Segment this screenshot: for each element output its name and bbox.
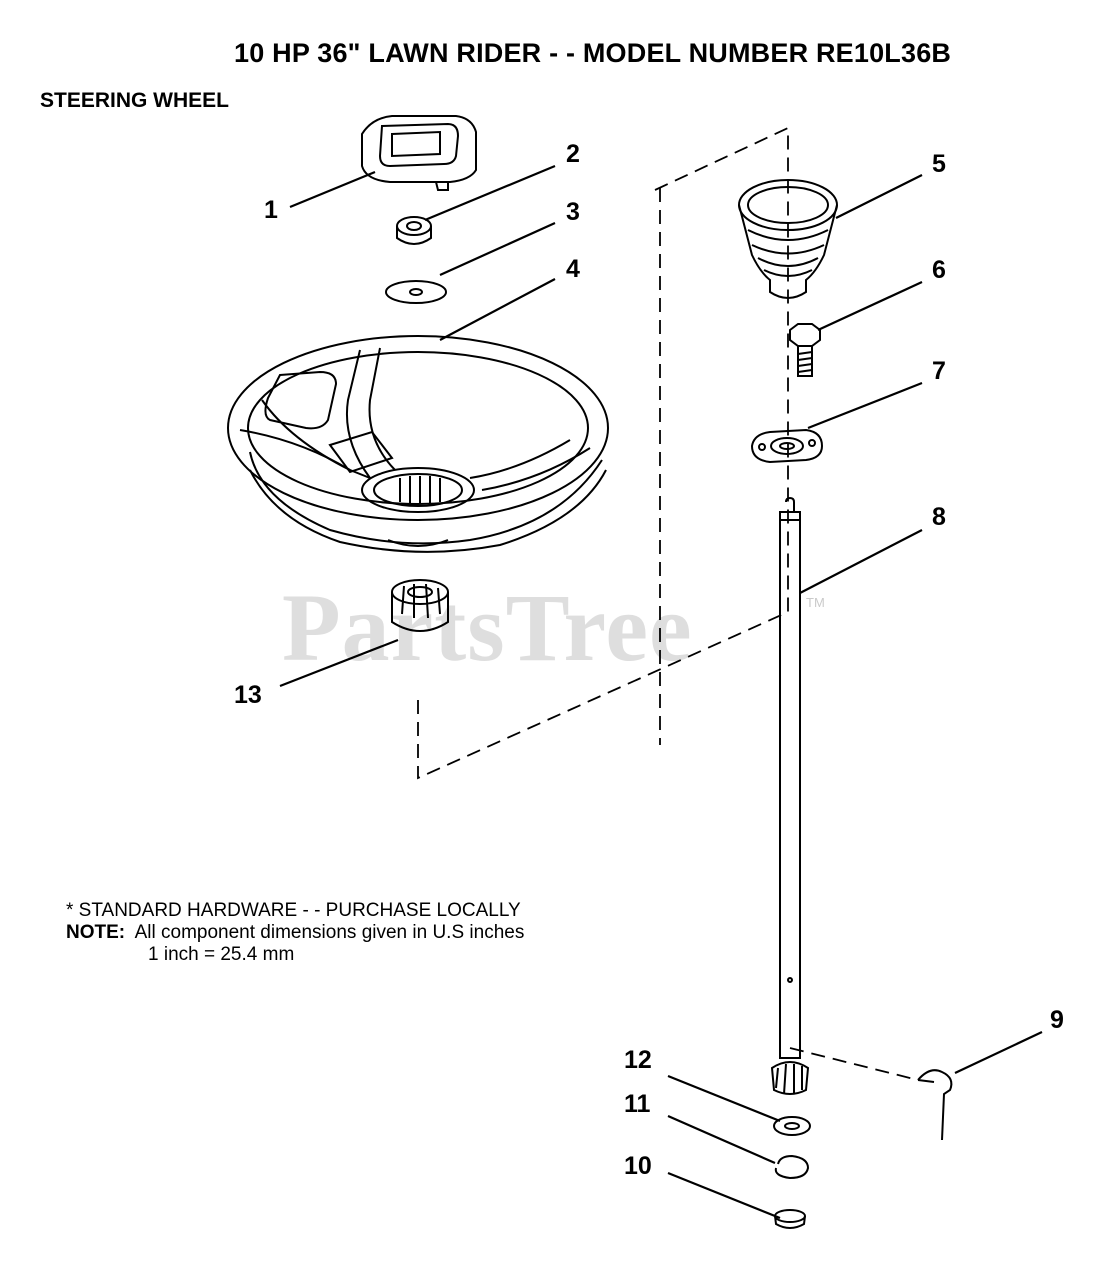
diagram-title: 10 HP 36" LAWN RIDER - - MODEL NUMBER RE… xyxy=(234,38,952,68)
callout-1: 1 xyxy=(264,196,278,224)
callout-13: 13 xyxy=(234,681,262,709)
note-text: All component dimensions given in U.S in… xyxy=(134,922,525,943)
steering-boot-part xyxy=(738,179,838,299)
callout-9: 9 xyxy=(1050,1006,1064,1034)
callout-5: 5 xyxy=(932,150,946,178)
steering-insert-part xyxy=(391,579,449,632)
callout-4: 4 xyxy=(566,255,580,283)
watermark-trademark: TM xyxy=(806,595,825,610)
dimension-note: NOTE: All component dimensions given in … xyxy=(66,922,524,944)
notes-block: * STANDARD HARDWARE - - PURCHASE LOCALLY… xyxy=(66,900,524,966)
flat-washer-part xyxy=(773,1116,811,1136)
assembly-dashed-lines xyxy=(417,127,919,1081)
leader-lines xyxy=(279,164,1043,1220)
hub-cap-part xyxy=(361,115,477,191)
steering-wheel-part xyxy=(227,335,609,553)
key-part xyxy=(917,1069,953,1141)
nut-part xyxy=(396,216,432,245)
callout-6: 6 xyxy=(932,256,946,284)
retaining-ring-part xyxy=(774,1154,810,1180)
callout-11: 11 xyxy=(624,1090,651,1118)
standard-hardware-note: * STANDARD HARDWARE - - PURCHASE LOCALLY xyxy=(66,900,521,921)
flange-bearing-part xyxy=(750,428,824,464)
cap-part xyxy=(774,1209,806,1229)
note-label: NOTE: xyxy=(66,922,126,943)
steering-shaft-part xyxy=(770,496,810,1095)
watermark: PartsTree xyxy=(282,574,693,681)
callout-2: 2 xyxy=(566,140,580,168)
callout-12: 12 xyxy=(624,1046,652,1074)
callout-8: 8 xyxy=(932,503,946,531)
washer-part xyxy=(385,280,447,304)
callout-3: 3 xyxy=(566,198,580,226)
bolt-part xyxy=(789,323,821,377)
callout-10: 10 xyxy=(624,1152,652,1180)
conversion-note: 1 inch = 25.4 mm xyxy=(148,944,295,965)
section-title: STEERING WHEEL xyxy=(40,89,230,112)
callout-7: 7 xyxy=(932,357,946,385)
